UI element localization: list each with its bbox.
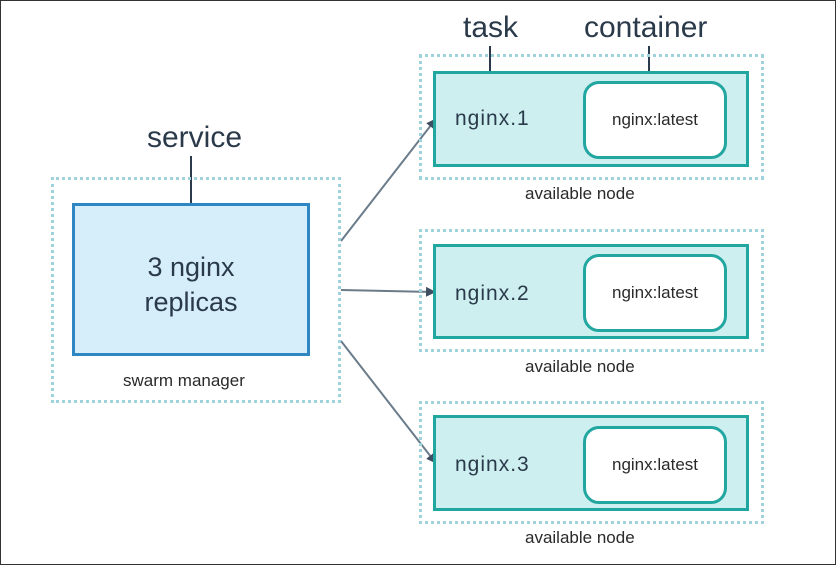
container-box-1: nginx:latest <box>583 81 727 159</box>
task-name-1: nginx.1 <box>455 107 530 130</box>
arrow-to-node-2 <box>340 286 436 297</box>
node-2-caption: available node <box>525 357 635 376</box>
task-box-1: nginx.1 nginx:latest <box>433 71 749 167</box>
node-3-boundary <box>419 401 764 524</box>
node-2-boundary <box>419 229 764 352</box>
service-box: 3 nginx replicas <box>72 203 310 356</box>
service-replicas-text: 3 nginx replicas <box>75 250 307 320</box>
node-1-boundary <box>419 54 764 180</box>
service-line-1: 3 nginx <box>147 252 235 282</box>
node-1-caption: available node <box>525 184 635 203</box>
container-image-1: nginx:latest <box>612 110 698 129</box>
service-label: service <box>147 121 243 154</box>
service-line-2: replicas <box>144 287 238 317</box>
task-name-3: nginx.3 <box>455 453 530 476</box>
node-3-caption: available node <box>525 528 635 547</box>
task-name-2: nginx.2 <box>455 282 530 305</box>
task-box-3: nginx.3 nginx:latest <box>433 415 749 511</box>
task-label: task <box>463 11 519 44</box>
container-image-2: nginx:latest <box>612 283 698 302</box>
container-box-3: nginx:latest <box>583 426 727 504</box>
task-box-2: nginx.2 nginx:latest <box>433 244 749 339</box>
swarm-manager-caption: swarm manager <box>123 371 245 390</box>
swarm-manager-boundary <box>51 177 341 403</box>
container-image-3: nginx:latest <box>612 455 698 474</box>
container-label: container <box>584 11 708 44</box>
container-box-2: nginx:latest <box>583 254 727 332</box>
